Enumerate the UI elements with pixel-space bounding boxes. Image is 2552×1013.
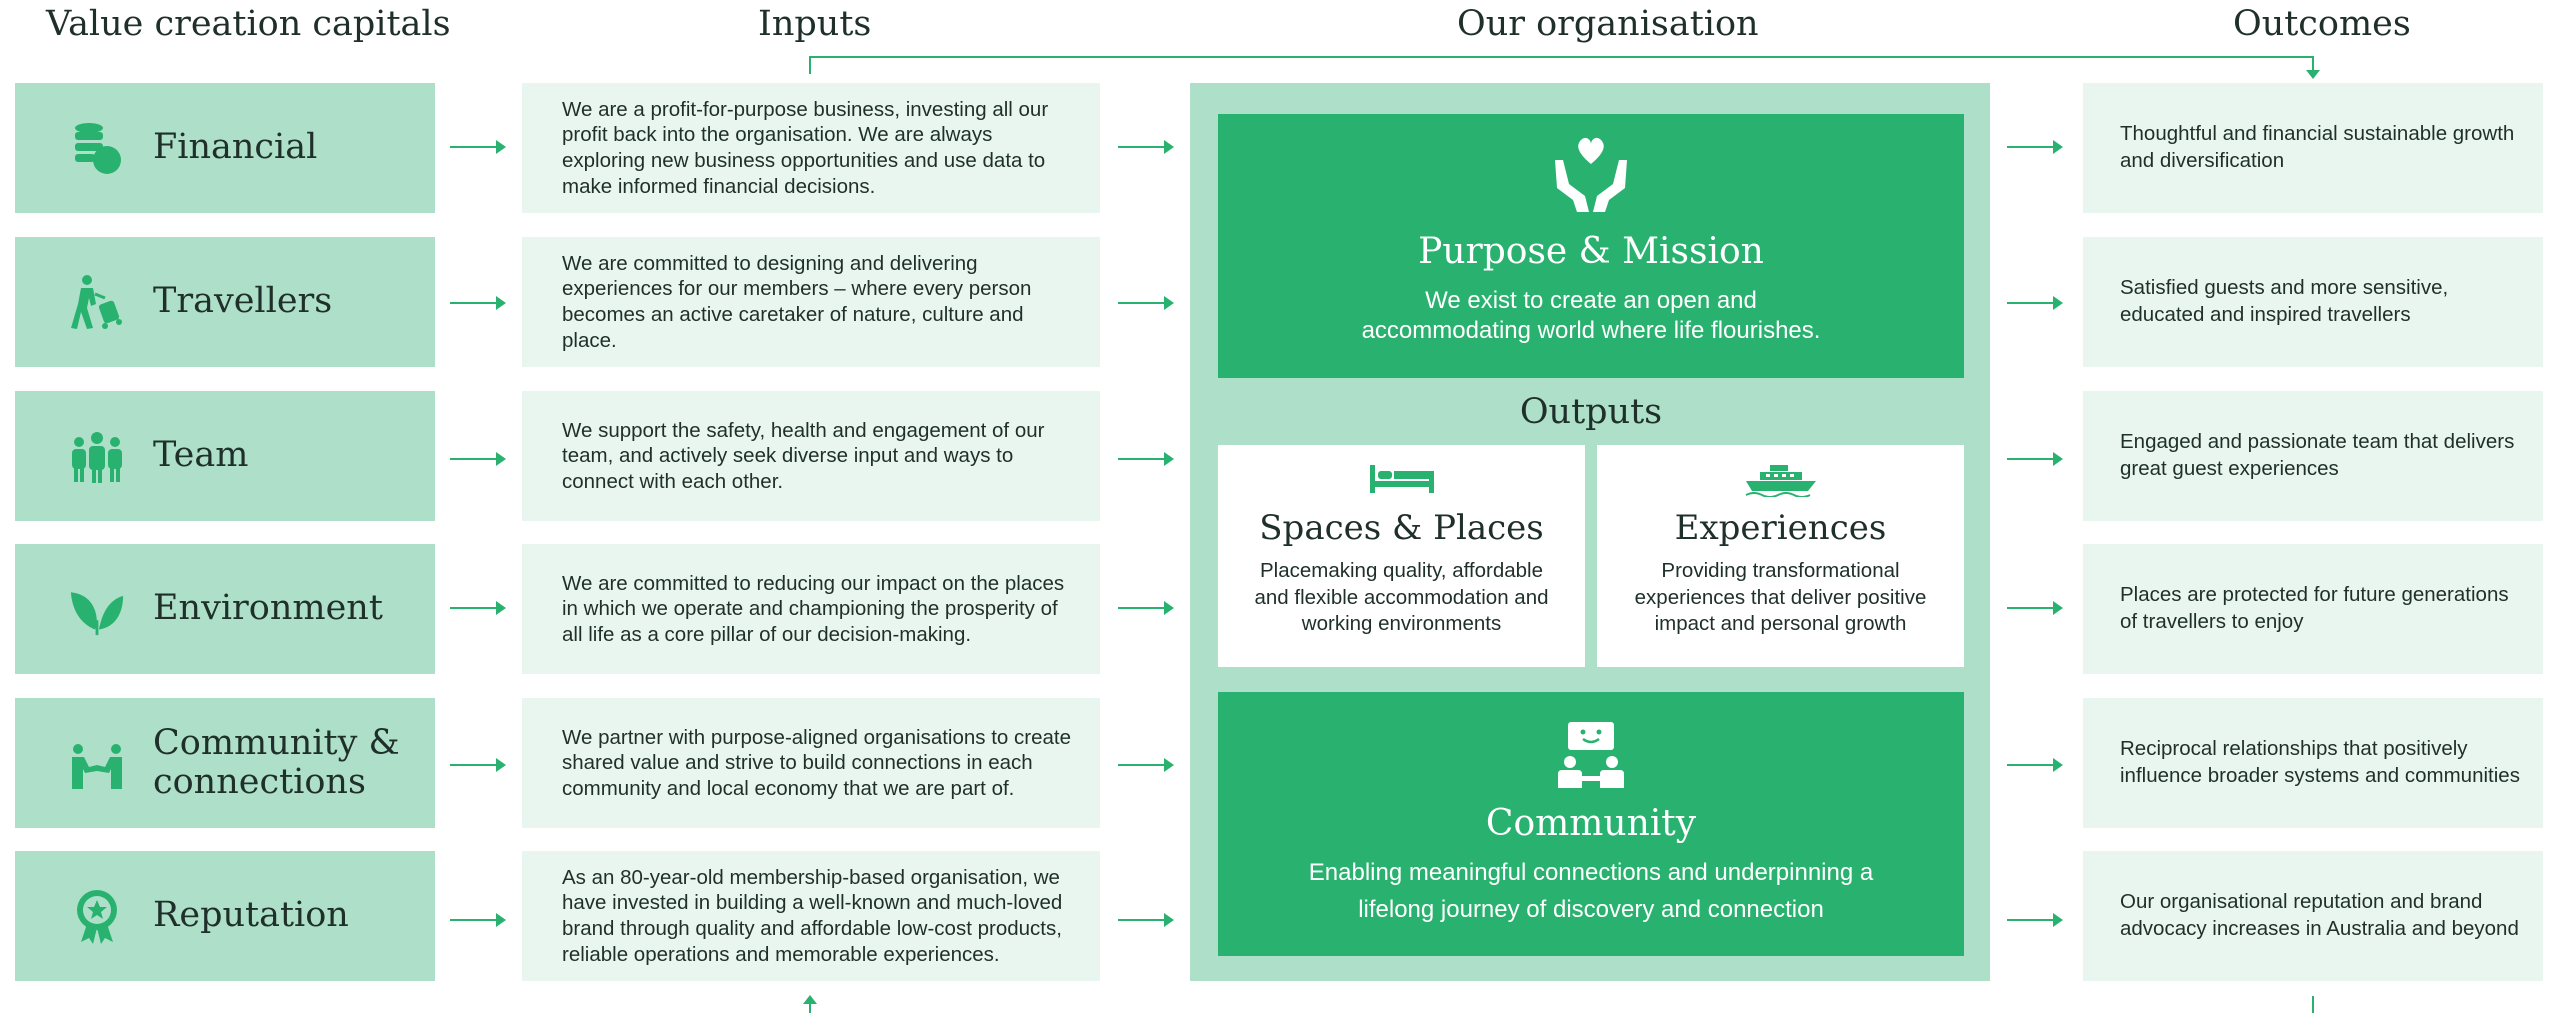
bottom-connector-right <box>2312 996 2314 1013</box>
arrow-right <box>450 913 506 927</box>
input-text: As an 80-year-old membership-based organ… <box>562 865 1063 966</box>
capital-label: Travellers <box>153 281 333 322</box>
community-title: Community <box>1485 803 1697 844</box>
experiences-panel: Experiences Providing transformational e… <box>1597 445 1964 667</box>
input-text: We support the safety, health and engage… <box>562 418 1045 493</box>
outcome-text: Places are protected for future generati… <box>2120 583 2509 633</box>
top-connector-left-drop <box>809 56 811 74</box>
purpose-panel: Purpose & Mission We exist to create an … <box>1218 114 1964 378</box>
experiences-title: Experiences <box>1674 508 1887 548</box>
outputs-title: Outputs <box>1519 392 1663 432</box>
input-travellers: We are committed to designing and delive… <box>522 237 1100 367</box>
arrow-right <box>2007 140 2063 154</box>
bed-icon <box>1218 463 1585 500</box>
arrow-right <box>450 758 506 772</box>
arrow-right <box>2007 452 2063 466</box>
arrow-right <box>450 601 506 615</box>
inputs-header: Inputs <box>758 4 872 44</box>
outcome-team: Engaged and passionate team that deliver… <box>2083 391 2543 521</box>
team-icon <box>69 428 125 484</box>
arrow-right <box>2007 601 2063 615</box>
outcome-environment: Places are protected for future generati… <box>2083 544 2543 674</box>
community-body: Enabling meaningful connections and unde… <box>1308 859 1874 924</box>
input-team: We support the safety, health and engage… <box>522 391 1100 521</box>
input-community: We partner with purpose-aligned organisa… <box>522 698 1100 828</box>
coins-icon <box>69 120 125 176</box>
input-financial: We are a profit-for-purpose business, in… <box>522 83 1100 213</box>
arrow-right <box>2007 296 2063 310</box>
outcome-text: Satisfied guests and more sensitive, edu… <box>2120 276 2449 326</box>
organisation-header: Our organisation <box>1457 4 1759 44</box>
capitals-header: Value creation capitals <box>46 4 451 44</box>
arrow-right <box>1118 452 1174 466</box>
spaces-body: Placemaking quality, affordable and flex… <box>1254 559 1549 636</box>
input-environment: We are committed to reducing our impact … <box>522 544 1100 674</box>
arrow-right <box>450 452 506 466</box>
arrow-right <box>450 296 506 310</box>
capital-label: Community & connections <box>153 722 400 802</box>
capital-label: Financial <box>153 127 318 168</box>
boat-icon <box>1597 463 1964 502</box>
arrow-right <box>1118 140 1174 154</box>
outcomes-header: Outcomes <box>2233 4 2411 44</box>
input-text: We are a profit-for-purpose business, in… <box>562 97 1049 198</box>
capital-label: Reputation <box>153 895 349 936</box>
arrow-right <box>1118 913 1174 927</box>
bottom-connector-left <box>809 1000 811 1013</box>
community-panel: Community Enabling meaningful connection… <box>1218 692 1964 956</box>
top-connector <box>809 56 2314 58</box>
bottom-connector-arrowhead <box>803 995 817 1004</box>
capital-reputation: Reputation <box>15 851 435 981</box>
experiences-body: Providing transformational experiences t… <box>1634 559 1927 636</box>
arrow-right <box>450 140 506 154</box>
spaces-title: Spaces & Places <box>1259 508 1544 548</box>
outcome-text: Reciprocal relationships that positively… <box>2120 737 2520 787</box>
top-connector-arrowhead <box>2306 70 2320 79</box>
capital-label: Environment <box>153 588 383 629</box>
community-icon <box>1218 720 1964 795</box>
capital-travellers: Travellers <box>15 237 435 367</box>
purpose-body: We exist to create an open and accommoda… <box>1361 287 1821 344</box>
outcome-community: Reciprocal relationships that positively… <box>2083 698 2543 828</box>
capital-environment: Environment <box>15 544 435 674</box>
outcome-text: Thoughtful and financial sustainable gro… <box>2120 122 2515 172</box>
arrow-right <box>1118 296 1174 310</box>
arrow-right <box>2007 913 2063 927</box>
input-text: We are committed to designing and delive… <box>562 251 1032 352</box>
traveller-icon <box>69 274 125 330</box>
outcome-travellers: Satisfied guests and more sensitive, edu… <box>2083 237 2543 367</box>
arrow-right <box>1118 601 1174 615</box>
arrow-right <box>1118 758 1174 772</box>
leaf-icon <box>69 581 125 637</box>
input-reputation: As an 80-year-old membership-based organ… <box>522 851 1100 981</box>
award-icon <box>69 888 125 944</box>
purpose-title: Purpose & Mission <box>1418 231 1764 272</box>
top-connector-right-drop <box>2312 56 2314 72</box>
capital-label: Team <box>153 435 249 476</box>
heart-hands-icon <box>1218 134 1964 219</box>
arrow-right <box>2007 758 2063 772</box>
input-text: We partner with purpose-aligned organisa… <box>562 725 1071 800</box>
input-text: We are committed to reducing our impact … <box>562 571 1065 646</box>
outcome-reputation: Our organisational reputation and brand … <box>2083 851 2543 981</box>
capital-community: Community & connections <box>15 698 435 828</box>
capital-team: Team <box>15 391 435 521</box>
capital-financial: Financial <box>15 83 435 213</box>
outcome-financial: Thoughtful and financial sustainable gro… <box>2083 83 2543 213</box>
spaces-panel: Spaces & Places Placemaking quality, aff… <box>1218 445 1585 667</box>
outcome-text: Our organisational reputation and brand … <box>2120 890 2519 940</box>
handshake-icon <box>69 735 125 791</box>
outcome-text: Engaged and passionate team that deliver… <box>2120 430 2515 480</box>
